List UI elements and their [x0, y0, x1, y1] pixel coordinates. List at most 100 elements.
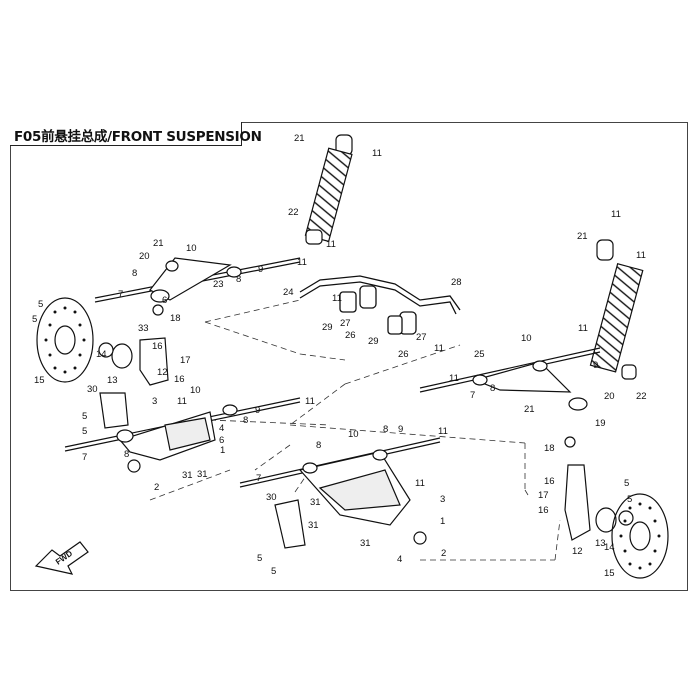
callout-label: 8 — [316, 440, 321, 451]
callout-label: 26 — [398, 349, 409, 360]
callout-label: 23 — [213, 279, 224, 290]
callout-label: 8 — [236, 274, 241, 285]
callout-label: 1 — [440, 516, 445, 527]
callout-label: 12 — [572, 546, 583, 557]
left-lower-a-arm — [64, 397, 301, 461]
callout-label: 31 — [308, 520, 319, 531]
upper-left-a-arm — [94, 257, 301, 303]
callout-label: 14 — [96, 349, 107, 360]
callout-label: 21 — [153, 238, 164, 249]
callout-label: 18 — [544, 443, 555, 454]
callout-label: 11 — [578, 323, 588, 334]
callout-label: 9 — [593, 360, 598, 371]
callout-label: 8 — [490, 383, 495, 394]
callout-label: 30 — [87, 384, 98, 395]
callout-label: 12 — [157, 367, 168, 378]
callout-label: 17 — [538, 490, 549, 501]
callout-label: 5 — [32, 314, 37, 325]
callout-label: 17 — [180, 355, 191, 366]
callout-label: 16 — [544, 476, 555, 487]
callout-label: 10 — [190, 385, 201, 396]
callout-label: 7 — [82, 452, 87, 463]
callout-label: 8 — [383, 424, 388, 435]
left-skid-plate — [99, 392, 129, 429]
callout-label: 20 — [604, 391, 615, 402]
callout-label: 31 — [197, 469, 208, 480]
callout-label: 6 — [219, 435, 224, 446]
shock-absorber-right — [589, 239, 644, 380]
callout-label: 6 — [162, 295, 167, 306]
stabilizer-bar — [299, 275, 461, 335]
callout-label: 5 — [271, 566, 276, 577]
callout-label: 26 — [345, 330, 356, 341]
callout-label: 16 — [152, 341, 163, 352]
callout-label: 10 — [521, 333, 532, 344]
callout-label: 5 — [38, 299, 43, 310]
callout-label: 29 — [368, 336, 379, 347]
callout-label: 9 — [258, 264, 263, 275]
callout-label: 8 — [243, 415, 248, 426]
callout-label: 13 — [595, 538, 606, 549]
callout-label: 5 — [624, 478, 629, 489]
callout-label: 21 — [524, 404, 535, 415]
callout-label: 30 — [266, 492, 277, 503]
callout-label: 2 — [441, 548, 446, 559]
callout-label: 11 — [326, 239, 336, 250]
callout-label: 8 — [124, 449, 129, 460]
callout-label: 11 — [636, 250, 646, 261]
callout-label: 31 — [360, 538, 371, 549]
callout-label: 27 — [416, 332, 427, 343]
right-brake-disc — [611, 493, 669, 579]
diagram-frame — [10, 122, 688, 591]
callout-label: 11 — [177, 396, 187, 407]
callout-label: 19 — [595, 418, 606, 429]
dashed-assembly-lines — [149, 299, 561, 561]
callout-label: 7 — [118, 289, 123, 300]
callout-label: 21 — [294, 133, 305, 144]
callout-label: 33 — [138, 323, 149, 334]
callout-label: 15 — [34, 375, 45, 386]
forward-arrow-icon: FWD — [34, 541, 89, 575]
callout-label: 4 — [397, 554, 402, 565]
callout-label: 22 — [636, 391, 647, 402]
callout-label: 11 — [372, 148, 382, 159]
callout-label: 5 — [627, 494, 632, 505]
callout-label: 13 — [107, 375, 118, 386]
callout-label: 11 — [415, 478, 425, 489]
callout-label: 11 — [611, 209, 621, 220]
callout-label: 25 — [474, 349, 485, 360]
callout-label: 11 — [434, 343, 444, 354]
callout-label: 5 — [82, 426, 87, 437]
title-box: F05前悬挂总成/FRONT SUSPENSION — [10, 122, 262, 146]
callout-label: 28 — [451, 277, 462, 288]
callout-label: 10 — [348, 429, 359, 440]
callout-label: 18 — [170, 313, 181, 324]
callout-label: 11 — [305, 396, 315, 407]
callout-label: 20 — [139, 251, 150, 262]
callout-label: 11 — [297, 257, 307, 268]
callout-label: 31 — [310, 497, 321, 508]
callout-label: 9 — [255, 405, 260, 416]
shock-absorber-upper — [304, 134, 353, 245]
callout-label: 29 — [322, 322, 333, 333]
left-brake-disc — [36, 297, 94, 383]
callout-label: 11 — [332, 293, 342, 304]
page-title: F05前悬挂总成/FRONT SUSPENSION — [14, 129, 262, 145]
callout-label: 24 — [283, 287, 294, 298]
callout-label: 21 — [577, 231, 588, 242]
callout-label: 16 — [174, 374, 185, 385]
left-knuckle — [98, 304, 169, 473]
callout-label: 3 — [440, 494, 445, 505]
callout-label: 14 — [604, 542, 615, 553]
callout-label: 5 — [257, 553, 262, 564]
callout-label: 3 — [152, 396, 157, 407]
callout-label: 8 — [132, 268, 137, 279]
callout-label: 5 — [82, 411, 87, 422]
right-skid-plate — [274, 499, 306, 549]
callout-label: 7 — [256, 473, 261, 484]
right-lower-a-arm — [239, 437, 441, 526]
right-upper-a-arm — [419, 347, 601, 411]
callout-label: 4 — [219, 423, 224, 434]
